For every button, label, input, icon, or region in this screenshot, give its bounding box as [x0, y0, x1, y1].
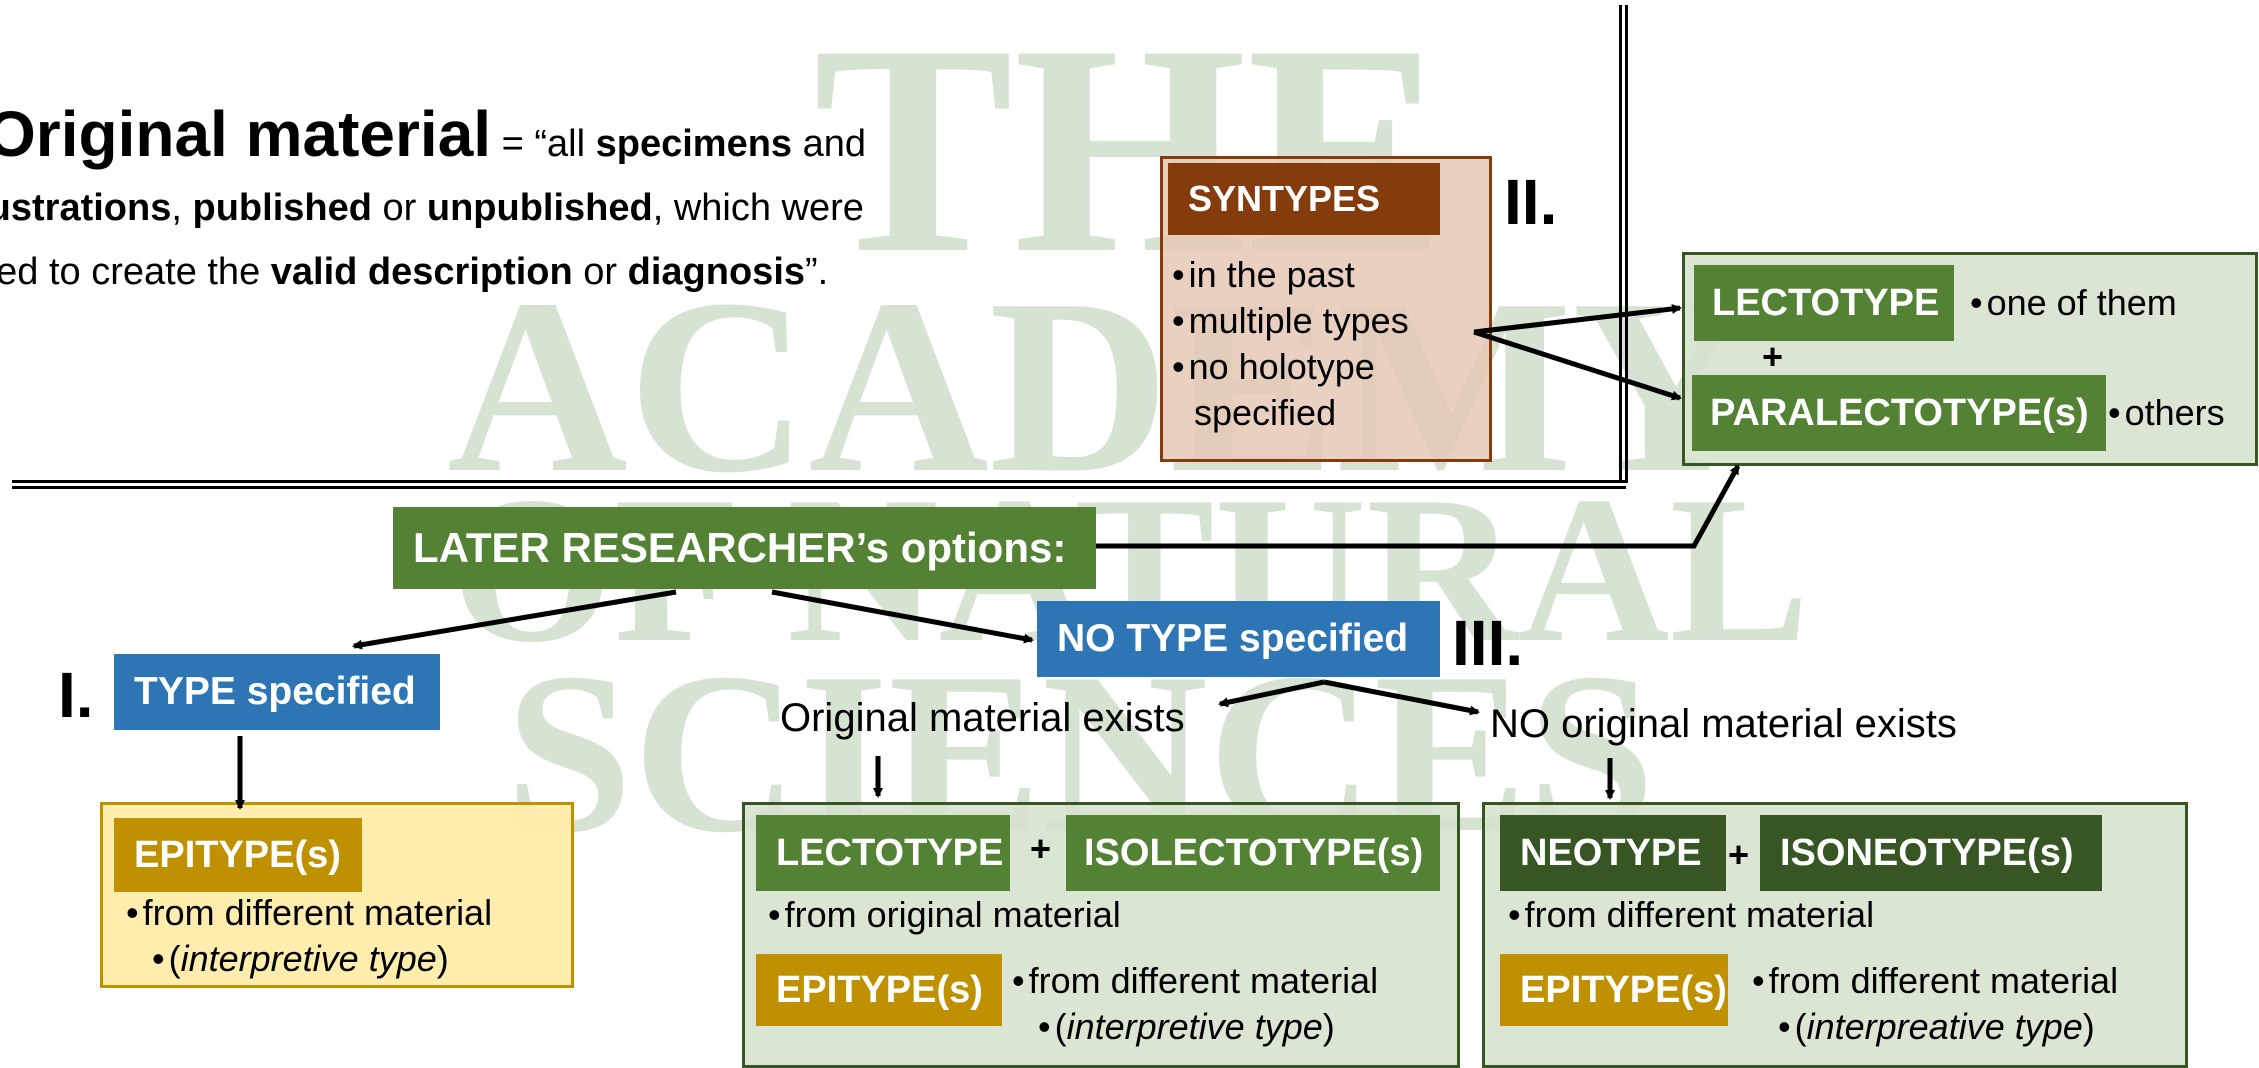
- not-exists-epitype-bullets: from different material (interpreative t…: [1752, 958, 2118, 1050]
- not-exists-bullet-epitype: from different material: [1752, 958, 2118, 1004]
- no-original-material-exists: NO original material exists: [1490, 702, 1957, 746]
- isoneotype-label: ISONEOTYPE(s): [1760, 815, 2102, 891]
- roman-numeral-1: I.: [58, 659, 94, 731]
- definition-line-1: Original material = “all specimens and: [0, 102, 986, 176]
- definition-line-2: illustrations, published or unpublished,…: [0, 187, 864, 229]
- syntypes-bullet-multiple: multiple types: [1172, 298, 1409, 344]
- original-material-exists: Original material exists: [780, 696, 1185, 740]
- exists-paren: (interpretive type): [1012, 1004, 1378, 1050]
- definition-term: Original material: [0, 98, 492, 170]
- original-material-definition: Original material = “all specimens and i…: [0, 102, 986, 304]
- not-exists-paren: (interpreative type): [1752, 1004, 2118, 1050]
- syntypes-label: SYNTYPES: [1168, 163, 1440, 235]
- paralectotype-label: PARALECTOTYPE(s): [1692, 375, 2106, 451]
- type-specified-bullet: from different material: [126, 890, 492, 936]
- roman-numeral-3: III.: [1452, 607, 1524, 679]
- syntypes-bullet-past: in the past: [1172, 252, 1409, 298]
- horizontal-divider: [12, 480, 1626, 489]
- paralectotype-note: others: [2108, 390, 2225, 436]
- not-exists-bullet-different: from different material: [1508, 892, 1874, 938]
- lectotype-label-exists: LECTOTYPE: [756, 815, 1010, 891]
- definition-line-3: used to create the valid description or …: [0, 251, 829, 293]
- plus-sign-exists: +: [1030, 828, 1052, 869]
- plus-sign-not-exists: +: [1728, 834, 1750, 875]
- syntypes-bullet-no-holotype: no holotype: [1172, 344, 1409, 390]
- syntypes-bullets: in the past multiple types no holotype s…: [1172, 252, 1409, 436]
- later-researcher-options: LATER RESEARCHER’s options:: [393, 507, 1096, 589]
- lectotype-note: one of them: [1970, 280, 2177, 326]
- neotype-label: NEOTYPE: [1500, 815, 1726, 891]
- exists-bullet-original: from original material: [768, 892, 1121, 938]
- plus-sign-lecto: +: [1762, 336, 1784, 377]
- roman-numeral-2: II.: [1504, 166, 1558, 238]
- type-specified-bullets: from different material (interpretive ty…: [126, 890, 492, 982]
- type-specified-paren: (interpretive type): [126, 936, 492, 982]
- epitype-label-type-specified: EPITYPE(s): [114, 818, 362, 892]
- epitype-label-exists: EPITYPE(s): [756, 954, 1002, 1026]
- epitype-label-not-exists: EPITYPE(s): [1500, 954, 1728, 1026]
- vertical-divider: [1619, 5, 1628, 483]
- exists-epitype-bullets: from different material (interpretive ty…: [1012, 958, 1378, 1050]
- isolectotype-label: ISOLECTOTYPE(s): [1066, 815, 1440, 891]
- lectotype-label: LECTOTYPE: [1694, 265, 1954, 341]
- no-type-specified-label: NO TYPE specified: [1037, 601, 1440, 677]
- syntypes-bullet-specified: specified: [1194, 392, 1337, 433]
- exists-bullet-different: from different material: [1012, 958, 1378, 1004]
- type-specified-label: TYPE specified: [114, 654, 440, 730]
